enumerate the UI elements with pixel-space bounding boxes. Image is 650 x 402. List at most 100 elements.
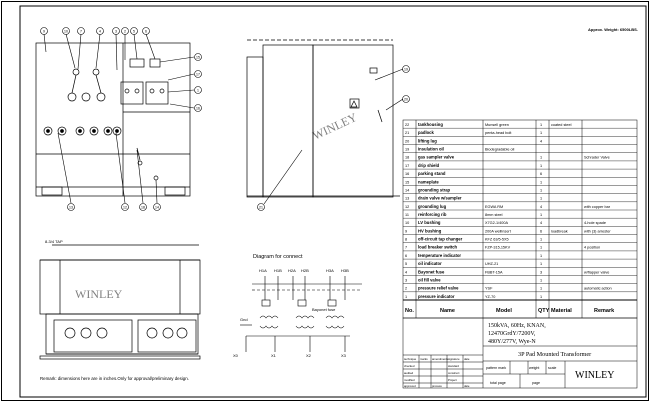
parts-cell-qty: 1 (540, 156, 542, 160)
hv-label: H1A (259, 268, 267, 273)
parts-cell-no: 17 (405, 164, 409, 168)
parts-cell-no: 7 (405, 246, 407, 250)
parts-cell-name: tankhousing (418, 122, 443, 127)
parts-cell-material: coated steel (551, 123, 572, 127)
lv-label: X3 (341, 353, 347, 358)
parts-cell-no: 5 (405, 262, 407, 266)
callout-number: 10 (64, 29, 68, 33)
tb-field: standard (448, 364, 459, 368)
parts-cell-material: loadbreak (551, 229, 568, 233)
callout-number: 5 (133, 29, 135, 33)
connect-diagram-title: Diagram for connect (253, 254, 303, 260)
parts-cell-no: 13 (405, 197, 409, 201)
parts-cell-name: gas sampler valve (418, 155, 455, 160)
parts-cell-no: 2 (405, 287, 407, 291)
approx-weight-label: Approx. Weight: 6500LBS. (588, 27, 638, 32)
hv-label: H3B (341, 268, 349, 273)
parts-cell-name: lifting lug (418, 138, 437, 143)
callout-number: 12 (123, 205, 127, 209)
parts-header-name: Name (440, 308, 455, 314)
parts-cell-name: load breaker switch (418, 245, 458, 250)
lv-label: X2 (306, 353, 312, 358)
tb-row-label: technique (404, 357, 417, 361)
callout-number: 4 (99, 29, 101, 33)
tb-pattern-mark: pattern mark (486, 366, 506, 370)
parts-cell-remark: Schrader Valve (584, 156, 610, 160)
tb-row-label: modified (404, 378, 415, 382)
parts-cell-no: 21 (405, 131, 409, 135)
parts-cell-qty: 1 (540, 188, 542, 192)
parts-cell-model: YZ-70 (485, 295, 495, 299)
parts-cell-model: KFZ 63/5-5X5 (485, 238, 509, 242)
callout-number: 7 (80, 29, 82, 33)
title-block-grid (402, 317, 638, 389)
parts-cell-no: 18 (405, 156, 409, 160)
company-name: WINLEY (575, 370, 614, 381)
lv-label: X1 (271, 353, 277, 358)
parts-cell-name: grounding lug (418, 204, 447, 209)
parts-cell-qty: 1 (540, 238, 542, 242)
parts-cell-model: 200A wellInsert (485, 229, 512, 233)
parts-cell-name: pressure relief valve (418, 286, 459, 291)
spec-line: 480Y/277V, Wye-N (488, 339, 536, 345)
parts-header-remark: Remark (594, 308, 615, 314)
parts-cell-name: reinforcing rib (418, 212, 447, 217)
parts-cell-name: oil indicator (418, 261, 442, 266)
parts-cell-qty: 3 (540, 270, 542, 274)
parts-cell-remark: 4 position (584, 246, 600, 250)
parts-cell-name: Bayonet fuse (418, 269, 445, 274)
callout-number: 6 (145, 29, 147, 33)
parts-cell-qty: 1 (540, 254, 542, 258)
parts-header-qty: QTY (538, 308, 550, 314)
callout-number: 17 (196, 72, 200, 76)
tb-row-label: checked (404, 364, 415, 368)
parts-cell-remark: with copper bar (584, 205, 611, 209)
tb-scale: scale (548, 366, 556, 370)
front-view-callouts (40, 27, 202, 211)
parts-cell-no: 6 (405, 254, 407, 258)
parts-cell-qty: 1 (540, 295, 542, 299)
fuse-label: Bayonet fuse (312, 307, 336, 312)
hv-label: H1B (274, 268, 282, 273)
watermark: WINLEY (75, 287, 123, 301)
callout-number: 20 (404, 97, 408, 101)
tb-page: page (532, 381, 540, 385)
parts-cell-model: 8mm steel (485, 213, 503, 217)
parts-cell-qty: 1 (540, 246, 542, 250)
parts-cell-no: 1 (405, 295, 407, 299)
parts-cell-name: nameplate (418, 179, 439, 184)
parts-cell-remark: with (3) arrester (584, 229, 611, 233)
tb-col-label: marks (420, 357, 428, 361)
parts-cell-name: grounding strap (418, 187, 451, 192)
parts-cell-name: padlock (418, 130, 434, 135)
parts-cell-qty: 6 (540, 172, 542, 176)
tb-col-label: date (464, 357, 470, 361)
drawing-title: 3P Pad Mounted Transformer (518, 351, 591, 358)
parts-cell-no: 10 (405, 221, 409, 225)
hv-label: H2A (288, 268, 296, 273)
parts-cell-qty: 1 (540, 287, 542, 291)
bottom-view (39, 244, 201, 360)
parts-cell-qty: 1 (540, 213, 542, 217)
parts-cell-name: drip shield (418, 163, 440, 168)
tb-field: Project (448, 378, 457, 382)
tb-weight: weight (529, 366, 539, 370)
parts-cell-remark: automatic action (584, 287, 612, 291)
connect-diagram (240, 276, 362, 352)
parts-cell-no: 20 (405, 139, 409, 143)
callout-number: 14 (155, 205, 159, 209)
parts-cell-name: parking stand (418, 171, 446, 176)
parts-cell-no: 11 (405, 213, 409, 217)
spec-line: 150kVA, 60Hz, KNAN, (488, 323, 546, 329)
parts-cell-model: Biodegradable oil (485, 148, 514, 152)
parts-cell-qty: 6 (540, 229, 542, 233)
parts-cell-model: EGWA RM (485, 205, 503, 209)
tb-field: construct (448, 371, 460, 375)
tb-total-page: total page (490, 381, 506, 385)
parts-header-model: Model (496, 308, 512, 314)
lv-label: X0 (233, 353, 239, 358)
parts-cell-no: 9 (405, 229, 407, 233)
parts-cell-name: temperature indicator (418, 253, 461, 258)
